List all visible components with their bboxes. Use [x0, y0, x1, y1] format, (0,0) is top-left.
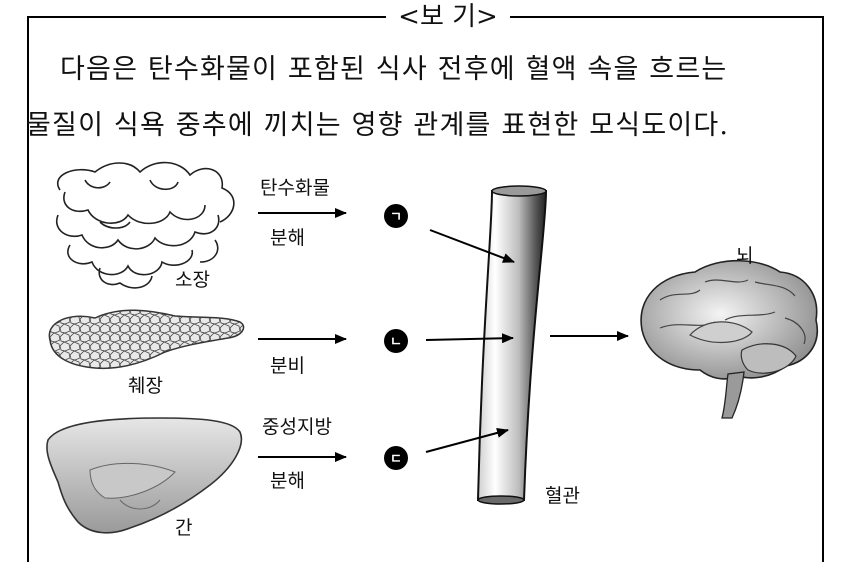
marker-a: ㄱ [384, 204, 408, 228]
arrow-top-label-below: 분해 [270, 227, 305, 249]
marker-b: ㄴ [384, 329, 408, 353]
blood-vessel-illustration [478, 186, 546, 504]
liver-illustration [47, 418, 241, 533]
marker-c: ㄷ [384, 446, 408, 470]
marker-b-label: ㄴ [390, 335, 402, 350]
small-intestine-label: 소장 [175, 269, 210, 291]
liver-label: 간 [175, 517, 192, 539]
brain-label: 뇌 [736, 245, 753, 267]
arrow-top-label-above: 탄수화물 [260, 177, 330, 199]
pancreas-illustration [49, 310, 243, 368]
marker-a-label: ㄱ [390, 210, 402, 225]
arrow-bottom-label-above: 중성지방 [262, 416, 332, 438]
arrow-bottom-label-below: 분해 [270, 470, 305, 492]
pancreas-label: 췌장 [128, 375, 163, 397]
marker-c-label: ㄷ [390, 452, 402, 467]
arrow-middle-label-below: 분비 [270, 355, 305, 377]
brain-illustration [641, 261, 817, 418]
blood-vessel-label: 혈관 [545, 485, 580, 507]
